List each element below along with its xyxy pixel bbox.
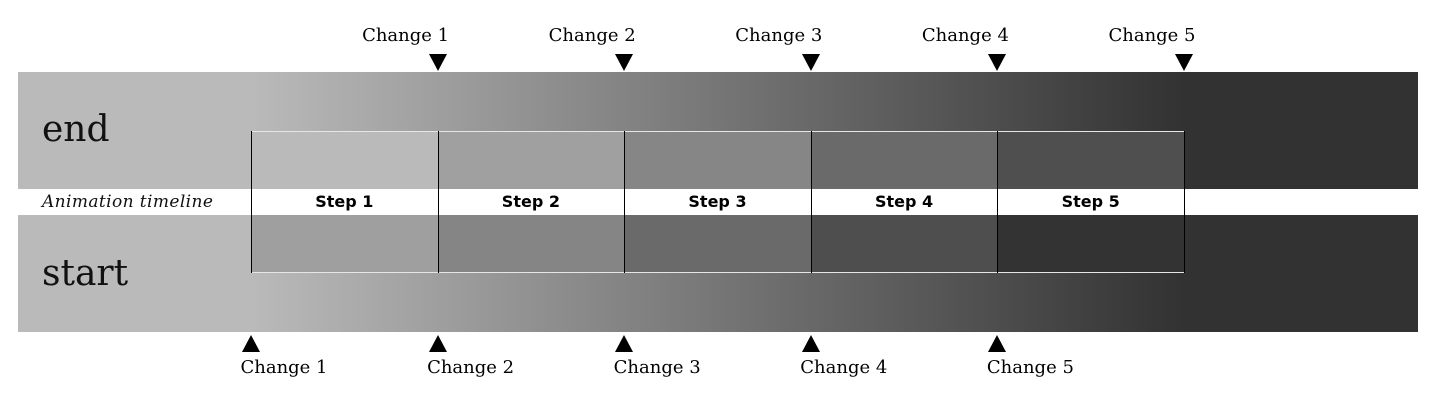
up-arrow-icon xyxy=(988,335,1007,352)
top-change-label: Change 1 xyxy=(362,25,450,46)
start-row-label: start xyxy=(42,253,129,294)
bottom-change-label: Change 4 xyxy=(800,357,888,378)
start-step-cell xyxy=(997,215,1184,273)
up-arrow-icon xyxy=(615,335,634,352)
step-divider xyxy=(624,131,625,273)
step-divider xyxy=(251,131,252,273)
end-row-label: end xyxy=(42,109,110,150)
start-step-cell xyxy=(810,215,998,273)
bottom-change-label: Change 1 xyxy=(240,357,328,378)
down-arrow-icon xyxy=(1175,54,1193,71)
down-arrow-icon xyxy=(615,54,634,71)
step-divider xyxy=(1184,131,1185,273)
bottom-change-label: Change 2 xyxy=(427,357,515,378)
top-change-label: Change 4 xyxy=(921,25,1009,46)
top-change-label: Change 5 xyxy=(1108,25,1196,46)
step-label: Step 3 xyxy=(688,192,747,211)
up-arrow-icon xyxy=(801,335,820,352)
up-arrow-icon xyxy=(428,335,447,352)
start-step-cell xyxy=(437,215,625,273)
end-step-cell xyxy=(810,131,998,189)
end-step-cell xyxy=(624,131,811,189)
down-arrow-icon xyxy=(428,54,447,71)
top-change-label: Change 3 xyxy=(735,25,823,46)
up-arrow-icon xyxy=(242,335,260,352)
timeline-label: Animation timeline xyxy=(42,192,214,212)
down-arrow-icon xyxy=(988,54,1007,71)
step-label: Step 1 xyxy=(315,192,374,211)
step-label: Step 5 xyxy=(1061,192,1120,211)
end-step-cell xyxy=(997,131,1184,189)
bottom-change-label: Change 3 xyxy=(613,357,701,378)
end-row-top-border xyxy=(251,131,1184,132)
step-divider xyxy=(438,131,439,273)
down-arrow-icon xyxy=(801,54,820,71)
top-change-label: Change 2 xyxy=(548,25,636,46)
step-divider xyxy=(997,131,998,273)
bottom-change-label: Change 5 xyxy=(986,357,1074,378)
step-label: Step 2 xyxy=(501,192,560,211)
end-step-cell xyxy=(437,131,625,189)
start-row-bottom-border xyxy=(251,272,1184,273)
step-divider xyxy=(811,131,812,273)
step-label: Step 4 xyxy=(875,192,934,211)
timeline-strip xyxy=(251,189,1184,215)
start-step-cell xyxy=(624,215,811,273)
start-step-cell xyxy=(251,215,438,273)
end-step-cell xyxy=(251,131,438,189)
